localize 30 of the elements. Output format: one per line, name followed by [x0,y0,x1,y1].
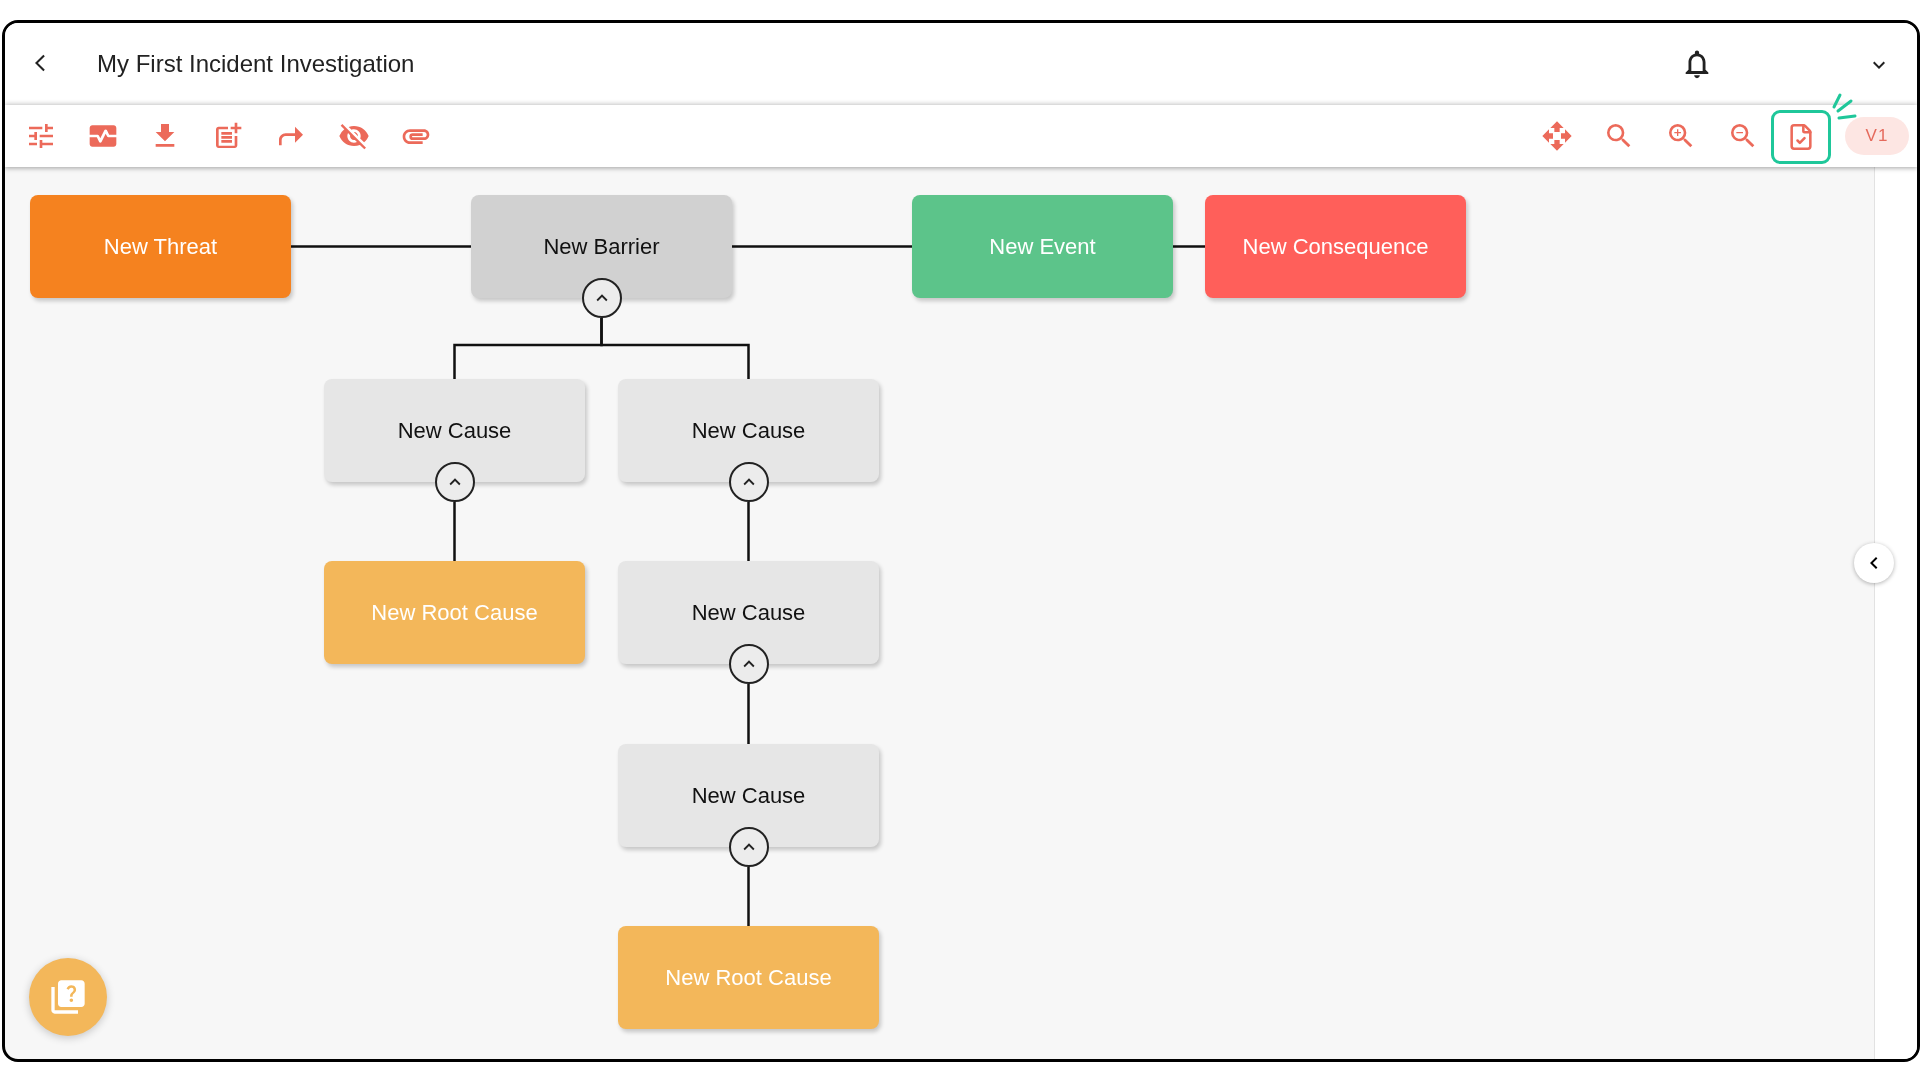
node-label: New Root Cause [370,599,539,626]
node-label: New Cause [690,417,807,444]
barrier-box [471,195,732,298]
cause-box [618,379,879,482]
threat-box [30,195,291,298]
node-label: New Event [988,233,1097,260]
node-label: New Cause [690,782,807,809]
event-box [912,195,1173,298]
connector-line [600,318,750,379]
cause-box [324,379,585,482]
node-label: New Barrier [542,233,661,260]
consequence-box [1205,195,1466,298]
cause-box [618,561,879,664]
root-box [618,926,879,1029]
connector-line [732,245,912,248]
connector-line [747,867,750,926]
node-label: New Consequence [1241,233,1430,260]
connector-line [747,684,750,744]
node-label: New Threat [102,233,219,260]
node-label: New Cause [396,417,513,444]
node-label: New Cause [690,599,807,626]
version-badge: V1 [1845,117,1909,155]
node-label: New Root Cause [664,964,833,991]
connector-line [291,245,471,248]
page-title: My First Incident Investigation [97,50,415,78]
root-box [324,561,585,664]
connector-line [1173,245,1205,248]
connector-line [747,502,750,561]
cause-box [618,744,879,847]
connector-line [453,502,456,561]
